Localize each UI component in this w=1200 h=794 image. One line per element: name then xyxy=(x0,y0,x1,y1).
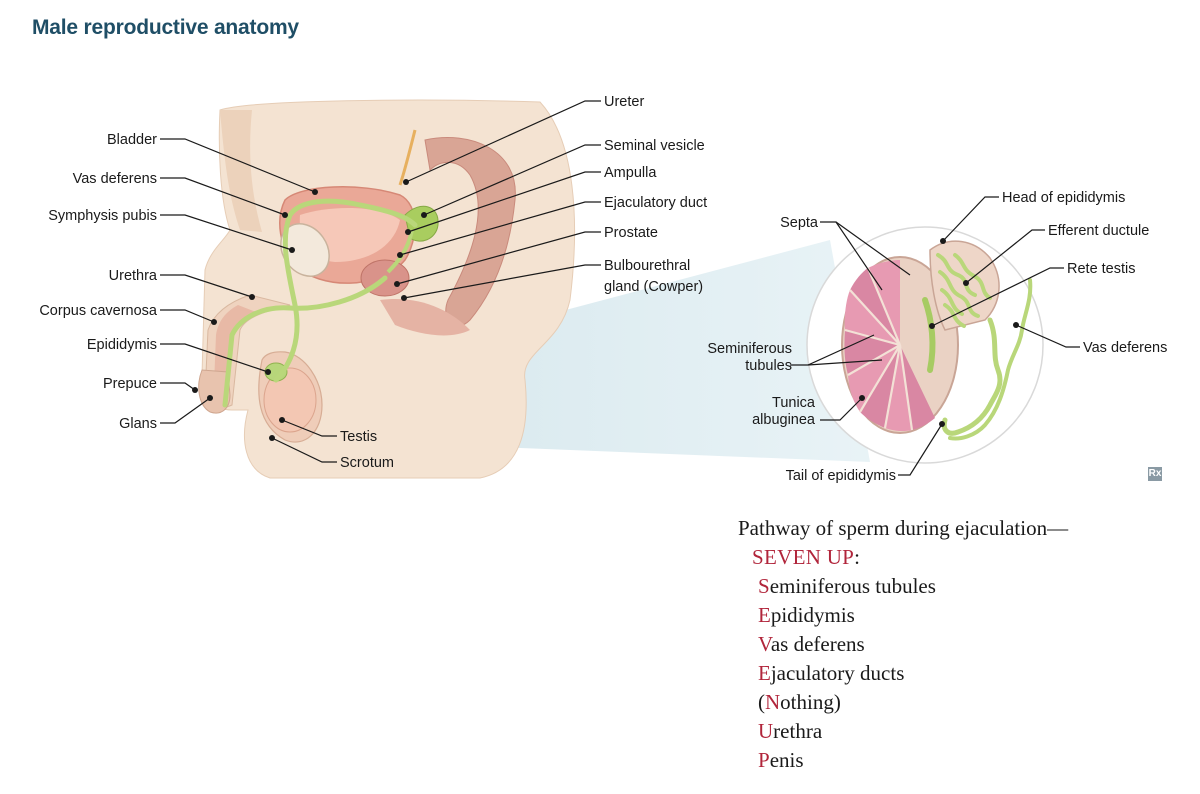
corpus-cavernosa xyxy=(214,305,256,387)
step-initial: E xyxy=(758,661,771,685)
step-initial: V xyxy=(758,632,771,656)
step-pre: ( xyxy=(758,690,765,714)
sagittal-labels-right: Ureter Seminal vesicle Ampulla Ejaculato… xyxy=(340,94,707,471)
label-scrotum: Scrotum xyxy=(340,455,394,471)
mnemonic-heading: Pathway of sperm during ejaculation— xyxy=(738,516,1069,540)
step-rest: enis xyxy=(769,748,804,772)
step-initial: U xyxy=(758,719,774,743)
efferent-ductules xyxy=(936,253,992,328)
mnemonic-step: Seminiferous tubules xyxy=(758,572,1178,601)
testis-detail xyxy=(806,226,1044,464)
label-bulbourethral-1: Bulbourethral xyxy=(604,258,690,274)
mnemonic-title-colon: : xyxy=(854,545,861,569)
epididymis-body xyxy=(941,317,1003,436)
urethra-duct xyxy=(222,275,388,408)
label-rete-testis: Rete testis xyxy=(1067,261,1136,277)
step-rest: as deferens xyxy=(770,632,865,656)
mnemonic-step: Penis xyxy=(758,746,1178,775)
step-rest: othing xyxy=(780,690,834,714)
label-seminal-vesicle: Seminal vesicle xyxy=(604,138,705,154)
rx-badge: Rx xyxy=(1148,467,1162,481)
label-ureter: Ureter xyxy=(604,94,644,110)
glans xyxy=(198,369,231,414)
label-bulbourethral-2: gland (Cowper) xyxy=(604,279,703,295)
mnemonic-box: Pathway of sperm during ejaculation— SEV… xyxy=(738,514,1178,775)
label-corpus-cavernosa: Corpus cavernosa xyxy=(39,303,158,319)
mnemonic-title: SEVEN UP: xyxy=(752,543,1178,572)
testis-labels: Head of epididymis Efferent ductule Rete… xyxy=(707,190,1167,484)
mnemonic-step: Vas deferens xyxy=(758,630,1178,659)
label-glans: Glans xyxy=(119,416,157,432)
label-head-of-epididymis: Head of epididymis xyxy=(1002,190,1125,206)
abdominal-wall xyxy=(220,110,262,232)
leader-lines xyxy=(160,100,1080,476)
step-post: ) xyxy=(833,690,841,714)
ureter xyxy=(398,129,417,186)
label-vas-deferens-detail: Vas deferens xyxy=(1083,340,1167,356)
step-rest: jaculatory ducts xyxy=(770,661,905,685)
mnemonic-step: Epididymis xyxy=(758,601,1178,630)
step-initial: E xyxy=(758,603,771,627)
label-septa: Septa xyxy=(780,215,819,231)
label-prostate: Prostate xyxy=(604,225,658,241)
step-initial: N xyxy=(765,690,781,714)
label-ejaculatory-duct: Ejaculatory duct xyxy=(604,195,707,211)
label-testis: Testis xyxy=(340,429,377,445)
label-urethra: Urethra xyxy=(109,268,158,284)
label-symphysis-pubis: Symphysis pubis xyxy=(48,208,157,224)
label-tail-of-epididymis: Tail of epididymis xyxy=(786,468,896,484)
label-seminiferous-1: Seminiferous xyxy=(707,341,792,357)
label-epididymis: Epididymis xyxy=(87,337,157,353)
mnemonic-step: (Nothing) xyxy=(758,688,1178,717)
vas-deferens-detail xyxy=(948,278,1033,441)
label-bladder: Bladder xyxy=(107,132,157,148)
mnemonic-step: Ejaculatory ducts xyxy=(758,659,1178,688)
vas-deferens-duct xyxy=(273,198,418,383)
sagittal-labels-left: Bladder Vas deferens Symphysis pubis Ure… xyxy=(39,132,158,432)
label-efferent-ductule: Efferent ductule xyxy=(1048,223,1149,239)
step-rest: pididymis xyxy=(770,603,855,627)
pelvic-floor xyxy=(380,299,470,336)
label-seminiferous-2: tubules xyxy=(745,358,792,374)
sagittal-section xyxy=(198,99,576,479)
rete-testis xyxy=(922,297,936,373)
step-initial: P xyxy=(758,748,770,772)
mnemonic-step: Urethra xyxy=(758,717,1178,746)
septa-lines xyxy=(844,267,914,431)
label-tunica-2: albuginea xyxy=(752,412,816,428)
label-tunica-1: Tunica xyxy=(772,395,816,411)
step-rest: rethra xyxy=(773,719,823,743)
mnemonic-title-text: SEVEN UP xyxy=(752,545,855,569)
step-initial: S xyxy=(758,574,770,598)
label-ampulla: Ampulla xyxy=(604,165,657,181)
step-rest: eminiferous tubules xyxy=(769,574,936,598)
testis xyxy=(263,367,317,433)
page-title: Male reproductive anatomy xyxy=(32,16,299,39)
label-vas-deferens: Vas deferens xyxy=(73,171,157,187)
label-prepuce: Prepuce xyxy=(103,376,157,392)
